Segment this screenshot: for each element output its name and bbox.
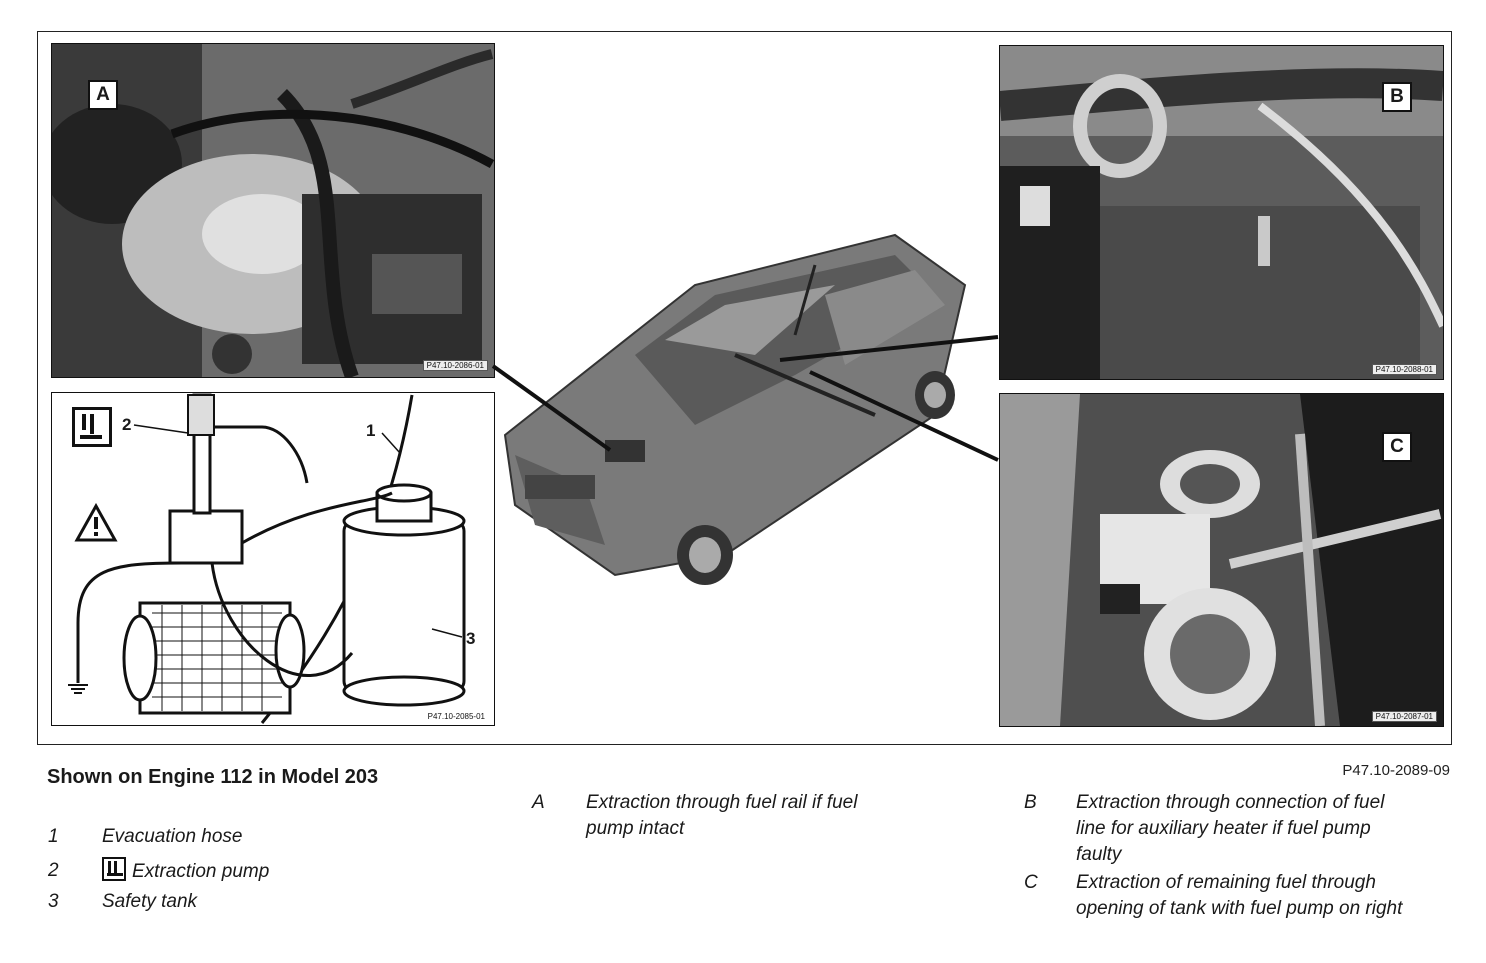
panel-ref-c: P47.10-2087-01 [1371,711,1437,722]
panel-letter-b: B [1382,82,1412,112]
warning-triangle-icon [74,503,118,543]
legend-text-2: Extraction pump [132,861,270,882]
callout-1: 1 [366,421,376,440]
callout-3: 3 [466,629,476,648]
panel-ref-b: P47.10-2088-01 [1371,364,1437,375]
note-c-line-2: opening of tank with fuel pump on right [1076,898,1403,919]
legend-num-3: 3 [48,891,59,912]
note-text-c: Extraction of remaining fuel through ope… [1076,870,1402,922]
panel-letter-c: C [1382,432,1412,462]
note-letter-a: A [532,792,545,813]
note-a-line-2: pump intact [586,818,685,839]
panel-ref-d: P47.10-2085-01 [424,712,488,721]
legend-num-2: 2 [48,860,59,881]
note-c-line-1: Extraction of remaining fuel through [1076,872,1376,893]
photo-panel-a: A P47.10-2086-01 [51,43,495,378]
panel-letter-a: A [88,80,118,110]
drawing-panel: 1 2 3 P47.10-2085-01 [51,392,495,726]
note-letter-c: C [1024,872,1038,893]
legend-row-2: Extraction pump [102,857,269,883]
note-b-line-1: Extraction through connection of fuel [1076,792,1385,813]
panel-ref-a: P47.10-2086-01 [422,360,488,371]
pump-symbol-icon [72,407,112,447]
note-text-a: Extraction through fuel rail if fuel pum… [586,790,857,842]
note-text-b: Extraction through connection of fuel li… [1076,790,1384,868]
note-a-line-1: Extraction through fuel rail if fuel [586,792,858,813]
callout-2: 2 [122,415,132,434]
caption-title: Shown on Engine 112 in Model 203 [47,766,379,788]
note-letter-b: B [1024,792,1037,813]
vehicle-illustration [495,225,1000,595]
legend-num-1: 1 [48,826,59,847]
note-b-line-2: line for auxiliary heater if fuel pump [1076,818,1371,839]
legend-text-3: Safety tank [102,891,198,912]
legend-text-1: Evacuation hose [102,826,243,847]
photo-panel-b: B P47.10-2088-01 [999,45,1444,380]
pump-symbol-icon [102,857,126,881]
photo-panel-c: C P47.10-2087-01 [999,393,1444,727]
figure-reference: P47.10-2089-09 [1342,762,1450,779]
note-b-line-3: faulty [1076,844,1122,865]
